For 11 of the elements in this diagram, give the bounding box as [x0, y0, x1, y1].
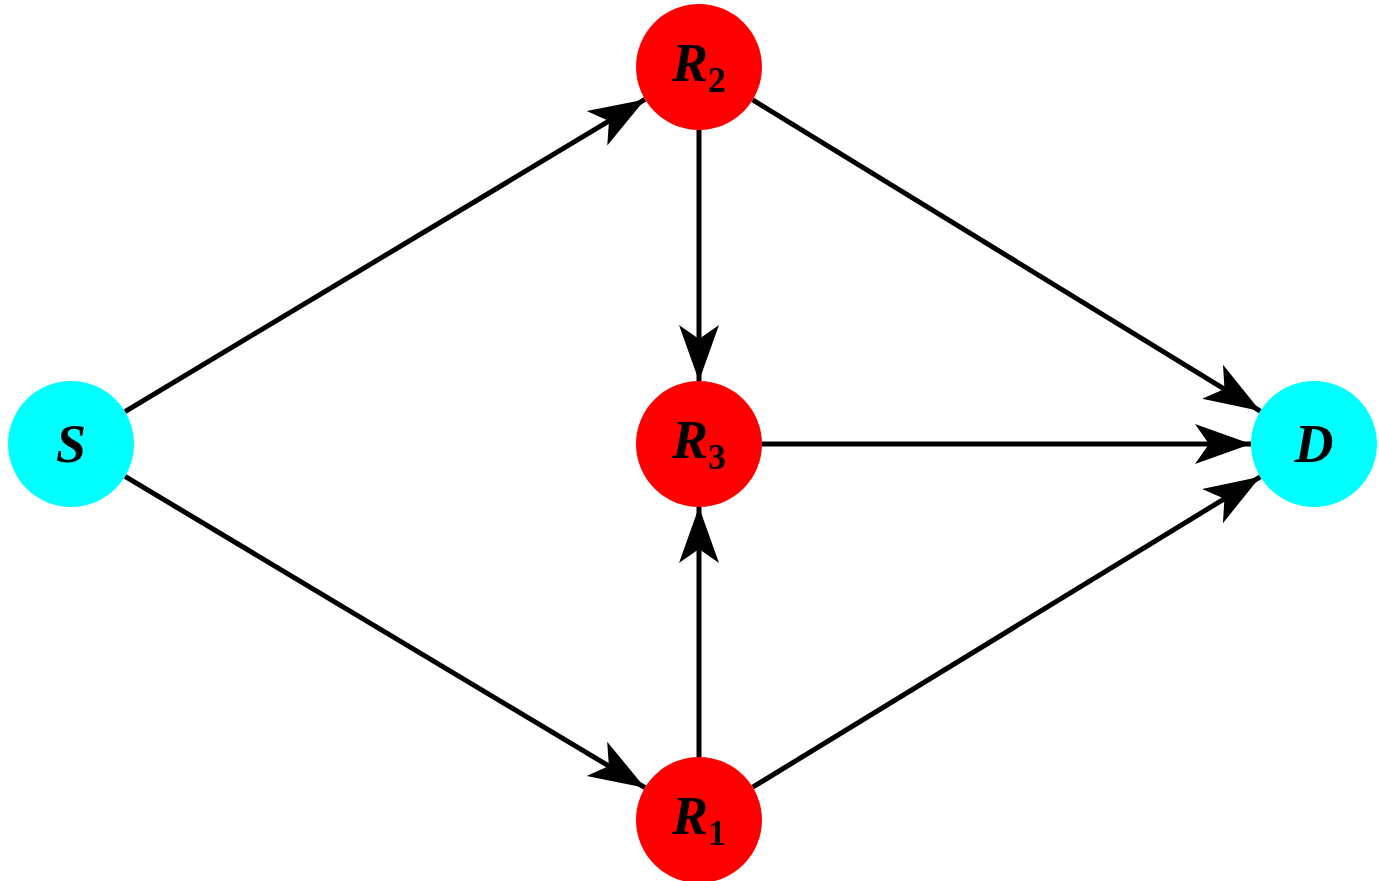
arrow [679, 507, 719, 757]
arrow [679, 130, 719, 381]
node-label: R$_{2}$ [672, 36, 726, 98]
node-label: D [1294, 417, 1334, 471]
node-label: R$_{3}$ [672, 413, 726, 475]
node-label: S [55, 417, 86, 471]
node-label: R$_{1}$ [672, 789, 726, 851]
arrow [751, 474, 1262, 790]
arrow [123, 97, 647, 414]
arrow [123, 474, 647, 790]
arrow [762, 424, 1251, 464]
